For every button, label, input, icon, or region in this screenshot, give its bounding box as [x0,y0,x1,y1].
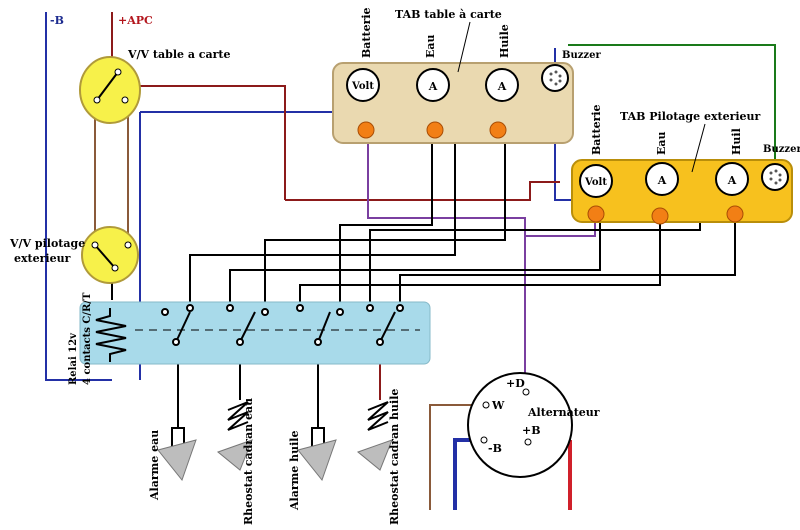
label-alt-b-minus: -B [488,442,502,455]
panel-tab-pilotage-label-batterie: Batterie [590,104,603,155]
panel-tab-pilotage-title: TAB Pilotage exterieur [620,110,761,123]
sensor-alarme-huile-body [297,439,337,482]
relay [79,301,431,365]
wire-sensor-4 [299,222,661,305]
buzzer-table [541,64,569,92]
volt-meter-table [346,68,380,102]
label-sensor-rheostat-eau: Rheostat cadran eau [242,398,255,525]
panel-tab-pilotage-label-huil: Huil [730,128,743,155]
led-batterie-pilotage [587,205,605,223]
led-eau-table [426,121,444,139]
gauge-eau-table-needle: A [428,80,438,93]
label-alt-d: +D [506,377,525,390]
gauge-huile-table-needle: A [497,80,507,93]
sensor-rheostat-huile-body [356,439,393,471]
label-sensor-alarme-eau: Alarme eau [148,430,161,501]
alternator-pin-b-plus [524,438,532,446]
panel-tab-pilotage-label-buzzer: Buzzer [763,144,800,155]
switch-pilotage-pin-right [124,241,132,249]
wires [45,12,776,510]
label-switch-pilotage-2: exterieur [14,252,71,265]
switch-pilotage-lever [94,244,116,269]
led-huile-pilotage [726,205,744,223]
switch-table-carte-body [79,56,141,124]
gauge-huile-pilotage-needle: A [727,174,737,187]
switch-pilotage-body [81,226,139,284]
panel-tab-pilotage-pointer [691,123,706,173]
label-sensor-rheostat-huile: Rheostat cadran huile [388,389,401,525]
wire-minus-b [45,12,112,381]
alternator-pin-b-minus [480,436,488,444]
volt-meter-pilotage [579,164,613,198]
wire-sensor-5 [339,140,433,305]
switch-table-carte-pin-right [121,96,129,104]
panel-tab-table-label-eau: Eau [424,34,437,58]
gauge-eau-pilotage [645,162,679,196]
panel-tab-pilotage-label-eau: Eau [655,131,668,155]
label-switch-pilotage-1: V/V pilotage [9,237,85,250]
label-plus-apc: +APC [118,14,153,27]
wire-red-feed [108,85,560,201]
label-alt-b-plus: +B [522,424,541,437]
panel-tab-table-title: TAB table à carte [395,8,502,21]
gauge-huile-table [485,68,519,102]
led-batterie-table [357,121,375,139]
panel-tab-pilotage: TAB Pilotage exterieur Batterie Eau Huil… [571,104,800,225]
wire-sensor-6 [399,222,736,305]
relay-contacts [161,304,404,346]
label-relay-1: Relai 12v [68,332,79,385]
panel-tab-table-label-huile: Huile [498,24,511,58]
label-relay-2: 4 contacts C/R/T [82,292,93,385]
sensor-alarme-eau-body [157,439,197,482]
switch-table-carte [79,56,141,124]
switch-pilotage-pin-bottom [111,264,119,272]
label-sensor-alarme-huile: Alarme huile [288,431,301,511]
label-minus-b: -B [50,14,64,27]
panel-tab-table-label-batterie: Batterie [360,7,373,58]
wire-sensor-2 [229,222,601,305]
switch-table-carte-pin-top [114,68,122,76]
switch-table-carte-pin-left [93,96,101,104]
sensor-rheostat-eau [216,401,253,471]
sensor-alarme-eau [157,427,197,482]
gauge-huile-pilotage [715,162,749,196]
wire-purple-d [367,140,596,378]
sensor-rheostat-eau-body [216,439,253,471]
wire-sensor-1 [189,140,456,305]
relay-coil [95,308,127,362]
gauge-eau-table [416,68,450,102]
led-huile-table [489,121,507,139]
gauge-eau-pilotage-needle: A [657,174,667,187]
switch-table-carte-lever [96,71,119,101]
wire-green-buzzer [568,44,776,165]
wire-sensor-3 [264,140,506,305]
switch-pilotage [81,226,139,284]
wire-sensor-7 [369,222,701,305]
sensor-rheostat-huile [356,401,393,471]
panel-tab-table: TAB table à carte Batterie Eau Huile Buz… [332,7,601,144]
sensor-alarme-huile [297,427,337,482]
label-alternator: Alternateur [527,406,600,419]
buzzer-pilotage [761,163,789,191]
label-switch-table-carte: V/V table a carte [127,48,230,61]
led-eau-pilotage [651,207,669,225]
sensor-rheostat-eau-resistor [227,401,249,431]
alternator [467,372,573,478]
switch-pilotage-pin-left [91,241,99,249]
buzzer-table-holes [549,70,562,86]
volt-meter-table-label: Volt [351,81,374,92]
panel-tab-table-label-buzzer: Buzzer [562,50,601,61]
buzzer-pilotage-holes [769,169,782,185]
label-alt-w: W [491,399,505,412]
alternator-body [467,372,573,478]
wire-alt-w [429,404,485,510]
sensor-rheostat-huile-resistor [367,401,389,431]
alternator-pin-d [522,388,530,396]
alternator-pin-w [482,401,490,409]
volt-meter-pilotage-label: Volt [584,177,607,188]
panel-tab-table-pointer [457,21,471,73]
relay-body [79,301,431,365]
